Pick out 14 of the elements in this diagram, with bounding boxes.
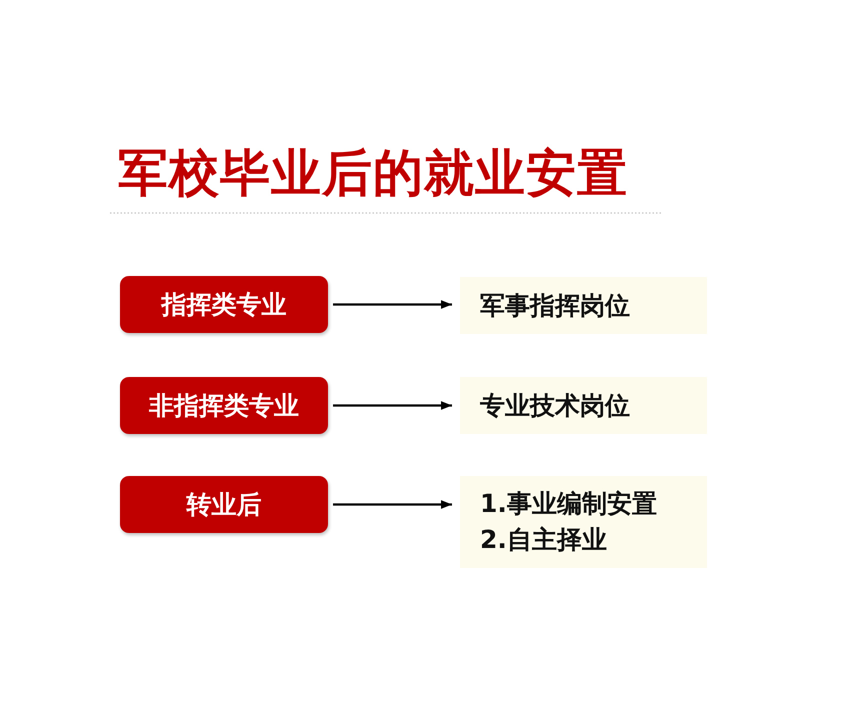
box-text: 1.事业编制安置 <box>480 488 657 520</box>
box-text: 专业技术岗位 <box>480 390 630 422</box>
arrow <box>333 300 452 309</box>
box-text: 非指挥类专业 <box>149 390 299 422</box>
category-box <box>120 377 328 434</box>
box-text: 2.自主择业 <box>480 524 607 556</box>
box-text: 军事指挥岗位 <box>480 290 630 322</box>
arrow <box>333 401 452 410</box>
box-text: 转业后 <box>186 489 262 521</box>
arrow <box>333 500 452 509</box>
title: 军校毕业后的就业安置 <box>118 143 628 204</box>
category-box <box>120 476 328 533</box>
category-box <box>120 276 328 333</box>
box-text: 指挥类专业 <box>162 289 286 321</box>
